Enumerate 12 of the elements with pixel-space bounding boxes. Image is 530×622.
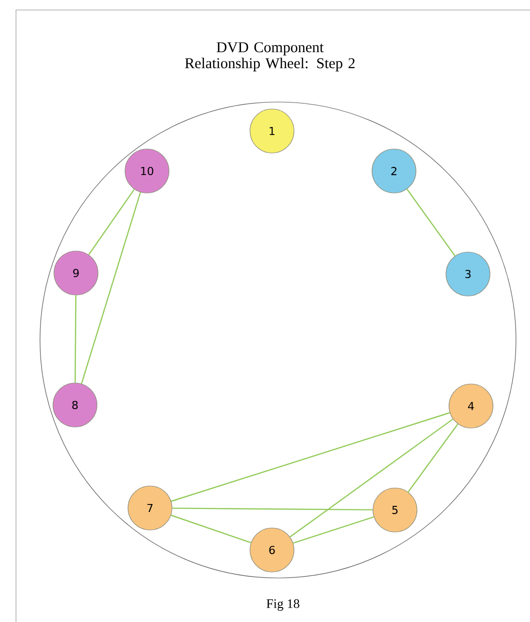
- connector-line: [290, 418, 454, 538]
- title: DVD Component Relationship Wheel: Step 2: [185, 42, 355, 72]
- connector-line: [74, 295, 76, 383]
- caption: Fig 18: [266, 599, 300, 611]
- connector-line: [171, 412, 450, 502]
- connector-line: [172, 508, 373, 510]
- connector-line: [80, 192, 142, 384]
- connector-line: [406, 188, 456, 256]
- connector-line: [408, 424, 458, 492]
- connector-line: [170, 514, 252, 544]
- connector-line: [293, 516, 374, 544]
- connector-line: [88, 188, 135, 256]
